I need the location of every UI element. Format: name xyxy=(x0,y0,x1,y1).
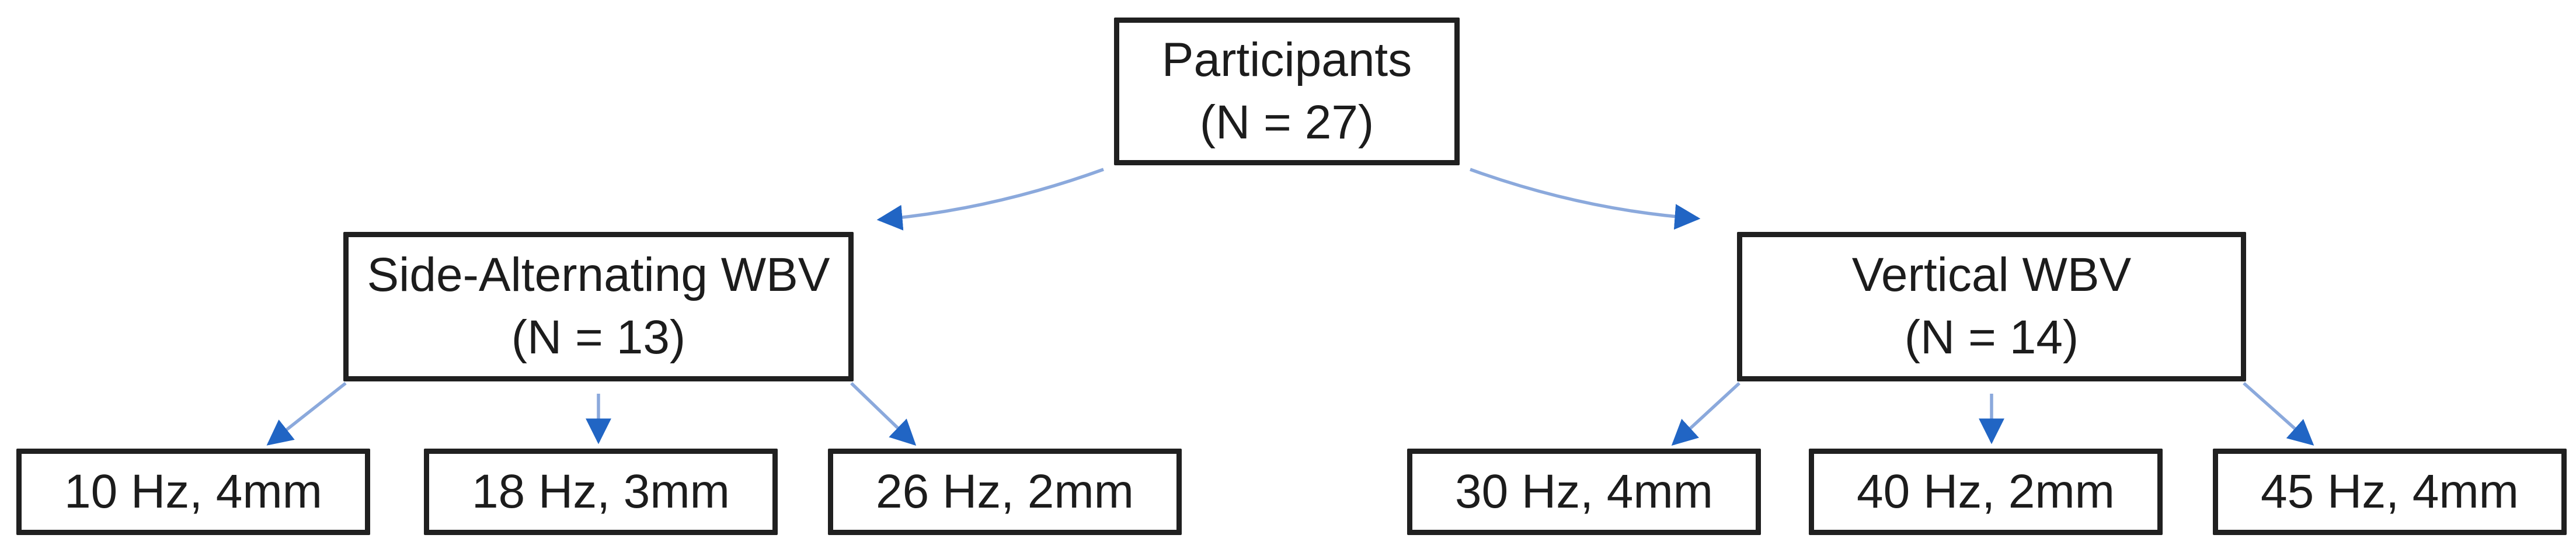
node-40hz-2mm: 40 Hz, 2mm xyxy=(1809,449,2163,535)
connector-root-to-right-branch-arrow xyxy=(1470,168,1701,230)
connector-right-branch-to-45hz-arrow xyxy=(2243,381,2314,446)
node-side-alternating-wbv-title: Side-Alternating WBV xyxy=(367,248,830,302)
node-26hz-2mm-label: 26 Hz, 2mm xyxy=(876,464,1134,518)
node-participants-title: Participants xyxy=(1161,33,1412,86)
node-vertical-wbv: Vertical WBV (N = 14) xyxy=(1737,232,2246,381)
node-30hz-4mm: 30 Hz, 4mm xyxy=(1407,449,1761,535)
node-10hz-4mm: 10 Hz, 4mm xyxy=(16,449,370,535)
node-45hz-4mm-label: 45 Hz, 4mm xyxy=(2261,464,2519,518)
node-vertical-wbv-title: Vertical WBV xyxy=(1851,248,2132,302)
node-30hz-4mm-label: 30 Hz, 4mm xyxy=(1455,464,1713,518)
node-participants-count: (N = 27) xyxy=(1199,95,1374,149)
node-18hz-3mm: 18 Hz, 3mm xyxy=(424,449,778,535)
node-26hz-2mm: 26 Hz, 2mm xyxy=(828,449,1182,535)
connector-right-branch-to-30hz-arrow xyxy=(1671,381,1740,446)
node-participants: Participants (N = 27) xyxy=(1114,18,1460,165)
node-vertical-wbv-count: (N = 14) xyxy=(1904,311,2079,364)
node-18hz-3mm-label: 18 Hz, 3mm xyxy=(472,464,730,518)
node-10hz-4mm-label: 10 Hz, 4mm xyxy=(64,464,322,518)
connector-root-to-left-branch-arrow xyxy=(876,168,1104,231)
node-side-alternating-wbv: Side-Alternating WBV (N = 13) xyxy=(343,232,854,381)
node-40hz-2mm-label: 40 Hz, 2mm xyxy=(1857,464,2115,518)
node-side-alternating-wbv-count: (N = 13) xyxy=(511,311,686,364)
connector-left-branch-to-10hz-arrow xyxy=(266,381,347,446)
node-45hz-4mm: 45 Hz, 4mm xyxy=(2213,449,2567,535)
connector-left-branch-to-26hz-arrow xyxy=(850,382,917,446)
